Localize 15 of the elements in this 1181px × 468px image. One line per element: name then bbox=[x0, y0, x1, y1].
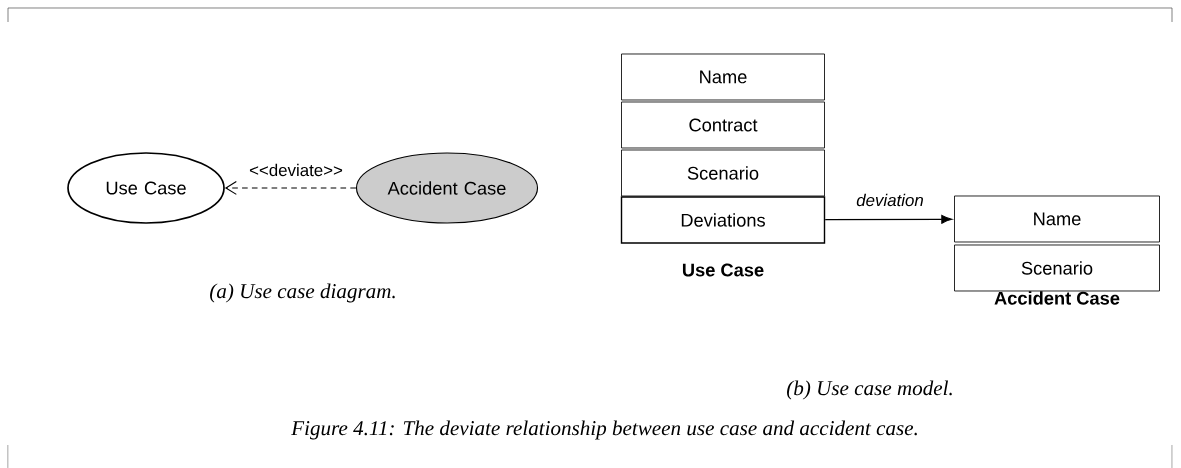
caption: (a) Use case diagram. bbox=[210, 283, 395, 303]
edge-label: deviation bbox=[854, 192, 926, 208]
attribute-box: Name bbox=[621, 53, 825, 101]
attribute-box: Name bbox=[954, 195, 1160, 243]
edge-label: <<deviate>> bbox=[247, 162, 345, 178]
class-label: Accident Case bbox=[994, 291, 1120, 305]
attribute-box: Contract bbox=[621, 101, 825, 149]
attribute-box: Deviations bbox=[620, 196, 826, 244]
caption: (b) Use case model. bbox=[787, 380, 952, 400]
caption: Figure 4.11: The deviate relationship between use case and accident case. bbox=[291, 420, 917, 440]
arrow bbox=[224, 181, 357, 195]
class-label: Use Case bbox=[682, 263, 764, 277]
attribute-box: Scenario bbox=[954, 244, 1160, 292]
attribute-box: Scenario bbox=[621, 149, 825, 197]
arrow bbox=[824, 214, 953, 224]
